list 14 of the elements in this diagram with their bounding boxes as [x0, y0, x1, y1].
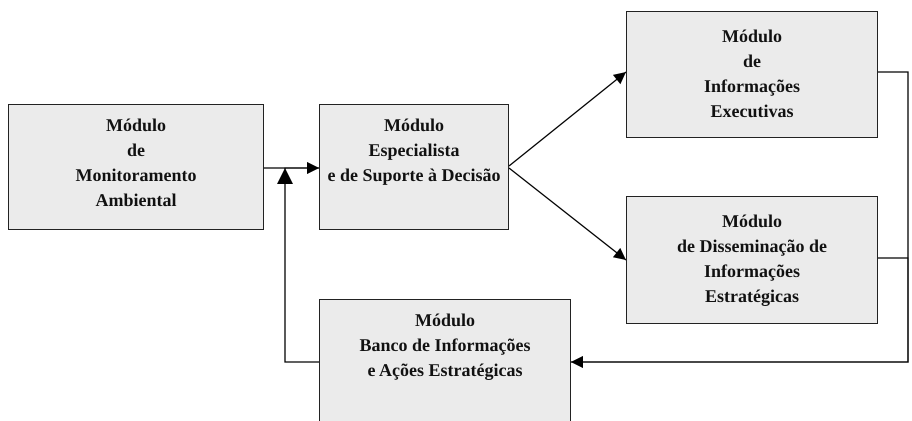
- module-box: [319, 104, 509, 230]
- module-box: [626, 196, 878, 324]
- module-title: Módulo de Informações Executivas: [703, 25, 801, 123]
- module-box: [8, 104, 264, 230]
- module-title: Módulo Banco de Informações e Ações Estratégicas: [358, 309, 532, 382]
- arrow: [571, 257, 909, 368]
- module-title: Módulo de Disseminação de Informações Estratégicas: [676, 210, 828, 308]
- module-box: [626, 11, 878, 138]
- module-title: Módulo Especialista e de Suporte à Decisão: [326, 114, 502, 187]
- module-title: Módulo de Monitoramento Ambiental: [74, 114, 198, 212]
- module-box: [319, 299, 571, 421]
- arrow: [508, 167, 626, 261]
- arrow: [508, 72, 626, 166]
- arrow: [277, 162, 319, 363]
